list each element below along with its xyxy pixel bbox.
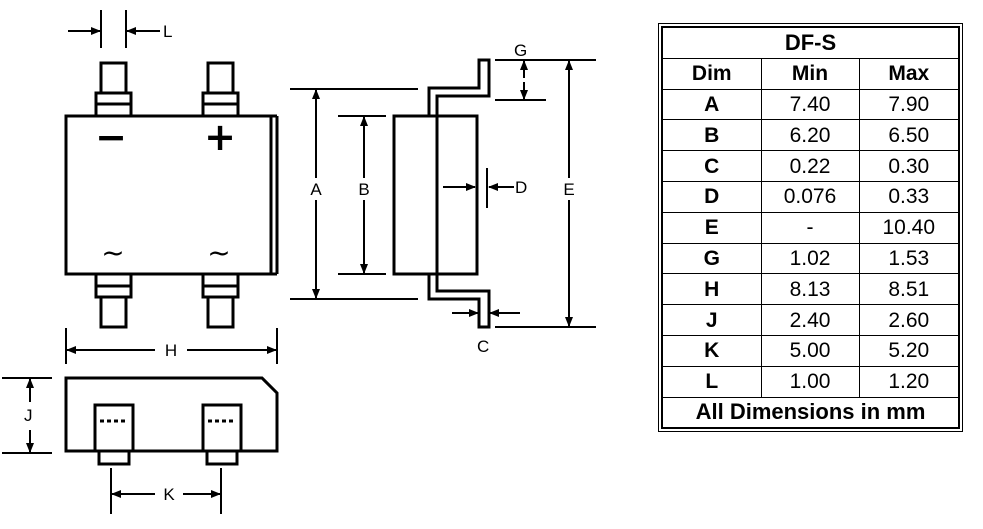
pin-top-left bbox=[94, 61, 133, 118]
min-cell: 0.076 bbox=[760, 180, 860, 213]
min-cell: 5.00 bbox=[760, 334, 860, 367]
dim-cell: C bbox=[661, 150, 762, 182]
max-cell: 7.90 bbox=[858, 88, 960, 121]
label-K: K bbox=[163, 485, 175, 504]
min-cell: 7.40 bbox=[760, 88, 860, 121]
dim-B bbox=[338, 115, 386, 275]
header-min: Min bbox=[760, 57, 860, 90]
table-footer: All Dimensions in mm bbox=[661, 396, 960, 429]
side-lead-top bbox=[427, 58, 491, 116]
label-H: H bbox=[165, 341, 177, 360]
dim-cell: H bbox=[661, 273, 762, 306]
table-footer-row: All Dimensions in mm bbox=[661, 396, 960, 429]
dim-G bbox=[495, 59, 546, 101]
dim-cell: J bbox=[661, 304, 762, 336]
side-view bbox=[392, 58, 491, 329]
label-B: B bbox=[358, 180, 369, 199]
front-pin-left bbox=[93, 403, 135, 453]
dim-D bbox=[443, 168, 514, 208]
pin-bottom-left bbox=[94, 272, 133, 329]
max-cell: 8.51 bbox=[858, 273, 960, 306]
min-cell: 8.13 bbox=[760, 273, 860, 306]
label-G: G bbox=[514, 41, 527, 60]
dim-L bbox=[68, 10, 160, 48]
label-L: L bbox=[163, 22, 172, 41]
side-body-left bbox=[392, 114, 439, 276]
minus-symbol: − bbox=[95, 115, 127, 159]
dim-cell: A bbox=[661, 88, 762, 121]
min-cell: - bbox=[760, 211, 860, 244]
plus-symbol: + bbox=[204, 115, 236, 159]
label-C: C bbox=[477, 337, 489, 356]
max-cell: 1.53 bbox=[858, 242, 960, 275]
min-cell: 1.00 bbox=[760, 365, 860, 398]
dim-cell: L bbox=[661, 365, 762, 398]
max-cell: 6.50 bbox=[858, 119, 960, 152]
front-pin-right-foot bbox=[205, 449, 239, 466]
dim-H bbox=[65, 328, 278, 364]
front-pin-left-foot bbox=[97, 449, 131, 466]
ac-symbol-left: ~ bbox=[101, 236, 124, 269]
min-cell: 0.22 bbox=[760, 150, 860, 182]
dim-K bbox=[110, 468, 222, 514]
front-pin-right bbox=[201, 403, 243, 453]
min-cell: 2.40 bbox=[760, 304, 860, 336]
dim-cell: K bbox=[661, 334, 762, 367]
dim-cell: B bbox=[661, 119, 762, 152]
table-title: DF-S bbox=[661, 26, 960, 59]
side-body-right bbox=[435, 114, 479, 276]
dim-J bbox=[2, 377, 52, 454]
min-cell: 1.02 bbox=[760, 242, 860, 275]
max-cell: 10.40 bbox=[858, 211, 960, 244]
dim-cell: E bbox=[661, 211, 762, 244]
dim-A bbox=[290, 88, 418, 300]
table-header-row: Dim Min Max bbox=[661, 57, 960, 90]
pin-top-right bbox=[201, 61, 240, 118]
top-view-body bbox=[64, 114, 273, 276]
dim-E bbox=[495, 59, 596, 328]
header-max: Max bbox=[858, 57, 960, 90]
ac-symbol-right: ~ bbox=[207, 236, 230, 269]
min-cell: 6.20 bbox=[760, 119, 860, 152]
side-lead-bottom bbox=[427, 274, 491, 329]
max-cell: 1.20 bbox=[858, 365, 960, 398]
max-cell: 0.30 bbox=[858, 150, 960, 182]
max-cell: 5.20 bbox=[858, 334, 960, 367]
header-dim: Dim bbox=[661, 57, 762, 90]
max-cell: 0.33 bbox=[858, 180, 960, 213]
table-row: E-10.40 bbox=[661, 211, 960, 244]
package-drawing: − + ~ ~ L H J K bbox=[2, 10, 596, 514]
label-D: D bbox=[515, 178, 527, 197]
front-view bbox=[64, 376, 279, 466]
dim-cell: G bbox=[661, 242, 762, 275]
label-J: J bbox=[24, 406, 33, 425]
pin-bottom-right bbox=[201, 272, 240, 329]
label-E: E bbox=[563, 180, 574, 199]
table-title-row: DF-S bbox=[661, 26, 960, 59]
top-view bbox=[64, 61, 279, 329]
label-A: A bbox=[310, 180, 322, 199]
max-cell: 2.60 bbox=[858, 304, 960, 336]
dim-cell: D bbox=[661, 180, 762, 213]
